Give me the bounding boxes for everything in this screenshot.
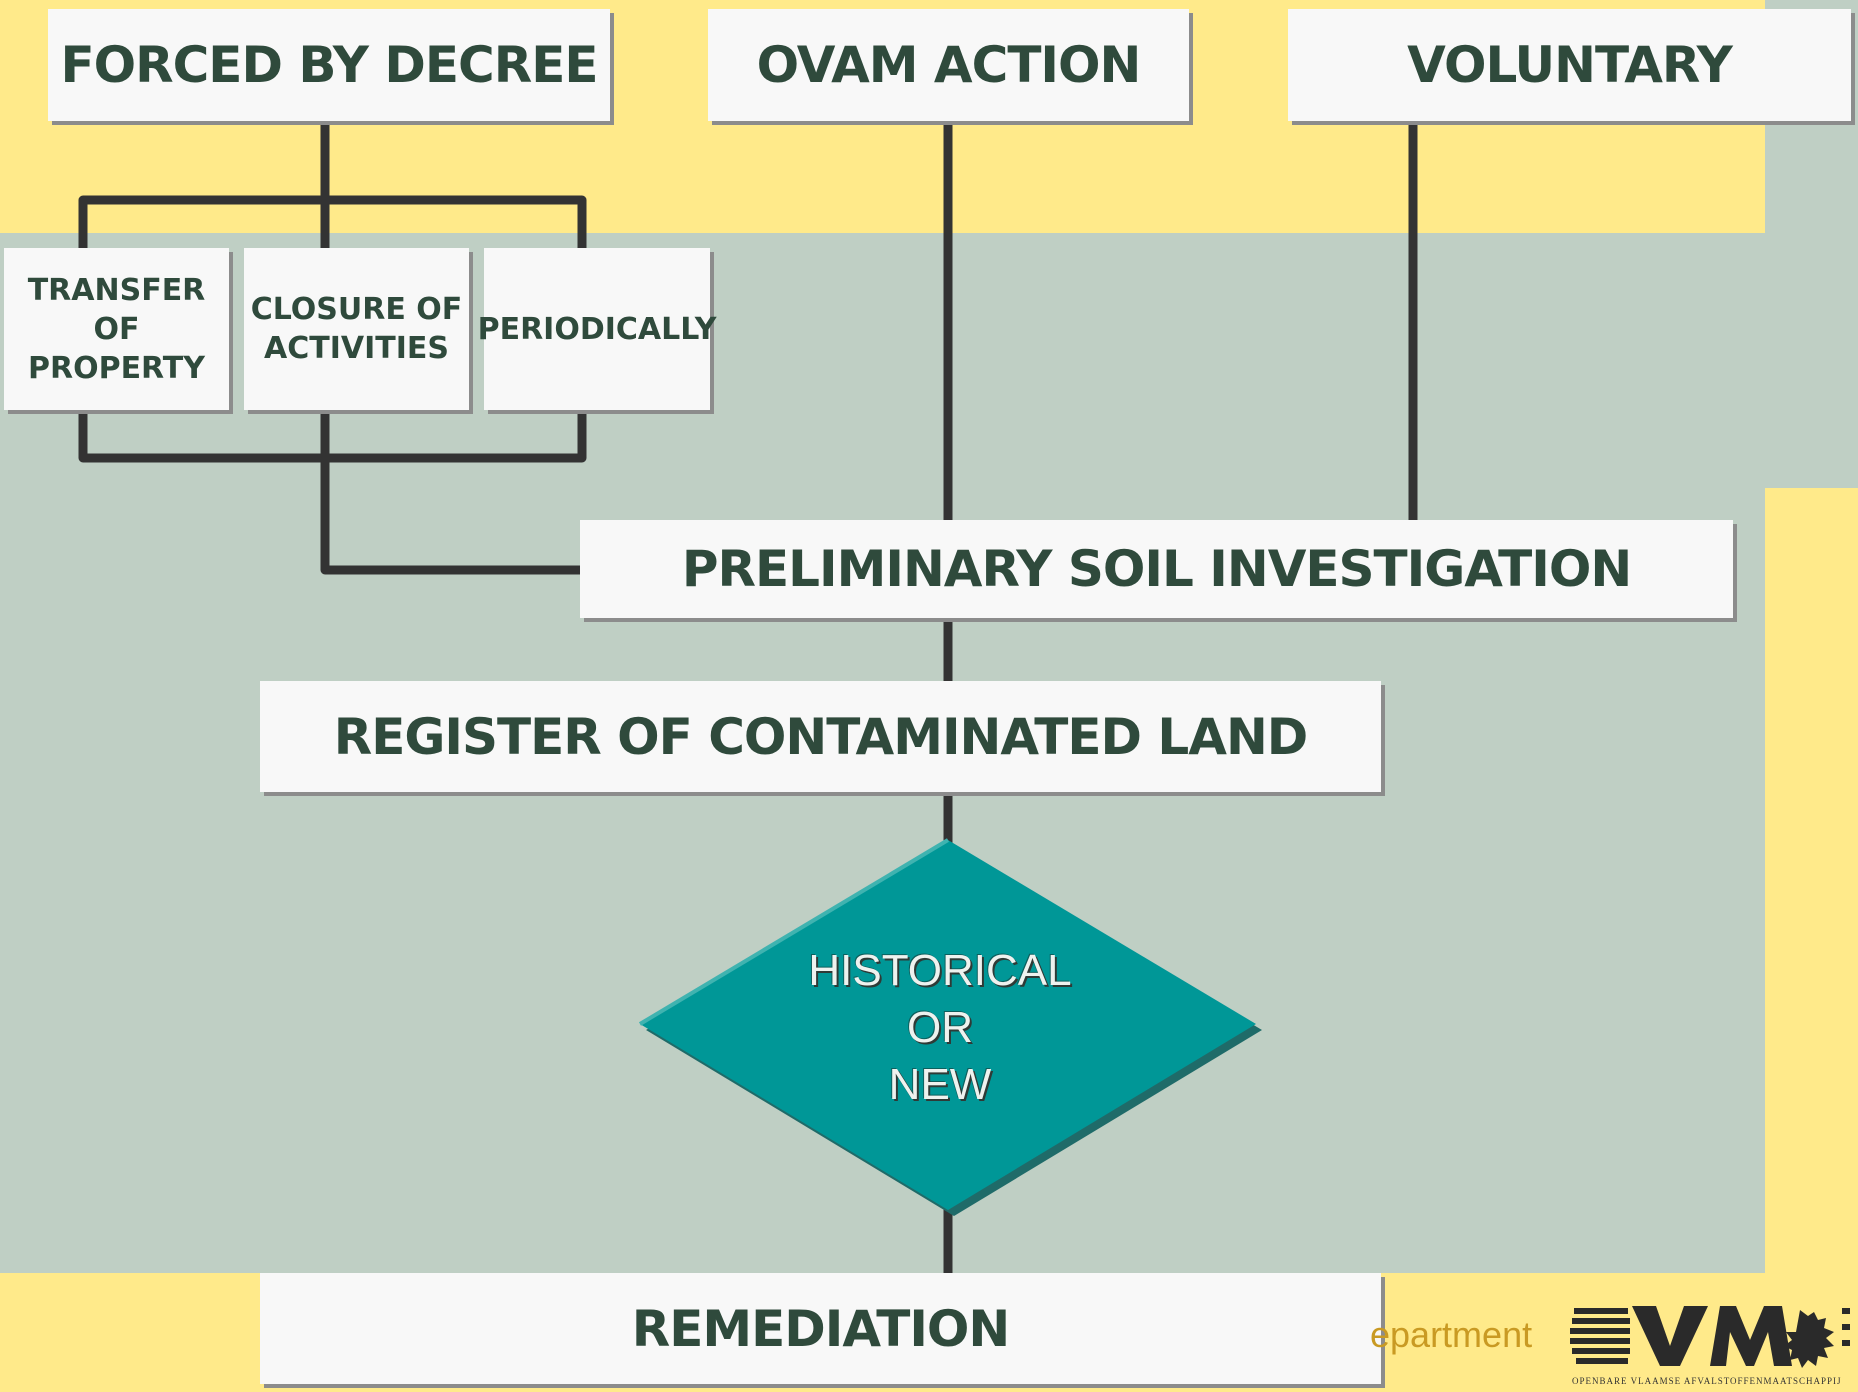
trigger-closure-of-activities: CLOSURE OF ACTIVITIES	[244, 248, 469, 410]
trigger-periodically: PERIODICALLY	[478, 248, 716, 410]
step-remediation: REMEDIATION	[260, 1273, 1381, 1384]
decision-diamond-highlight	[638, 838, 950, 1026]
source-voluntary: VOLUNTARY	[1288, 9, 1851, 121]
trigger-closure-of-activities-label: CLOSURE OF ACTIVITIES	[250, 292, 463, 366]
step-register-of-contaminated-land-label: REGISTER OF CONTAMINATED LAND	[333, 707, 1309, 766]
step-remediation-label: REMEDIATION	[631, 1299, 1011, 1358]
step-register-of-contaminated-land: REGISTER OF CONTAMINATED LAND	[260, 681, 1381, 792]
source-ovam-action-label: OVAM ACTION	[756, 36, 1142, 94]
step-preliminary-soil-investigation: PRELIMINARY SOIL INVESTIGATION	[580, 520, 1733, 618]
source-ovam-action: OVAM ACTION	[708, 9, 1189, 121]
trigger-transfer-of-property-label: TRANSFER OF PROPERTY	[27, 272, 206, 386]
trigger-periodically-label: PERIODICALLY	[477, 311, 717, 347]
source-voluntary-label: VOLUNTARY	[1407, 36, 1733, 94]
connector-triggers-join	[78, 405, 587, 463]
flemish-lion-icon	[1784, 1308, 1850, 1368]
decision-historical-or-new: HISTORICAL OR NEW	[808, 946, 1072, 1109]
ovam-logo-icon	[1570, 1306, 1850, 1368]
footer-department-text: epartment	[1370, 1314, 1533, 1355]
connector-decree-branch	[78, 195, 587, 255]
source-forced-by-decree-label: FORCED BY DECREE	[60, 36, 598, 94]
connector-triggers-to-preliminary	[320, 453, 587, 575]
logo-caption: OPENBARE VLAAMSE AFVALSTOFFENMAATSCHAPPI…	[1572, 1376, 1842, 1386]
step-preliminary-soil-investigation-label: PRELIMINARY SOIL INVESTIGATION	[681, 540, 1632, 598]
trigger-transfer-of-property: TRANSFER OF PROPERTY	[4, 248, 229, 410]
source-forced-by-decree: FORCED BY DECREE	[48, 9, 610, 121]
